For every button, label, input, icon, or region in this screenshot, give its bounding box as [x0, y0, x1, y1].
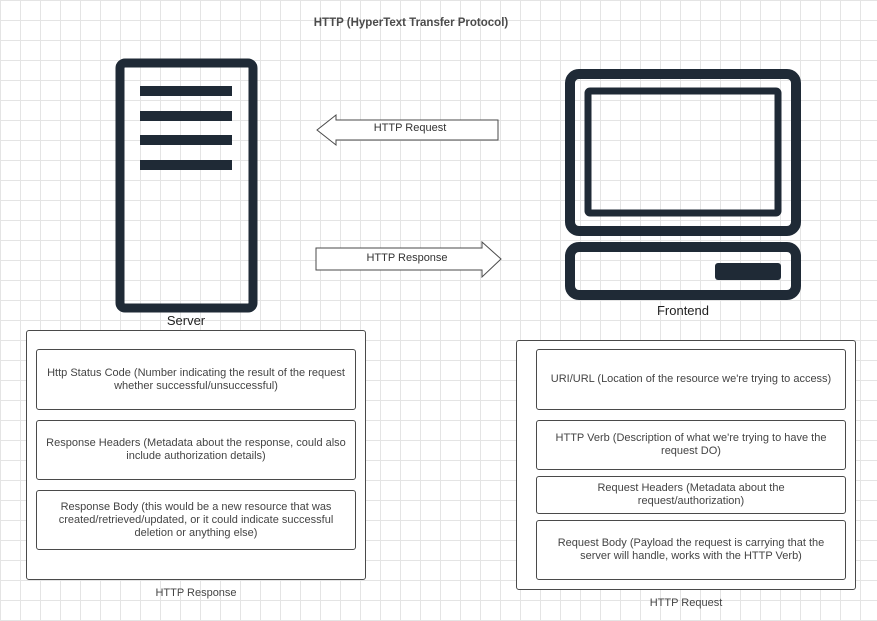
response-headers-box: Response Headers (Metadata about the res… [36, 420, 356, 480]
request-arrow-label: HTTP Request [373, 122, 447, 134]
request-headers-box: Request Headers (Metadata about the requ… [536, 476, 846, 514]
server-label: Server [166, 313, 206, 328]
response-status-code-box: Http Status Code (Number indicating the … [36, 349, 356, 410]
request-body-box: Request Body (Payload the request is car… [536, 520, 846, 580]
request-panel-caption: HTTP Request [649, 597, 723, 609]
response-arrow-label: HTTP Response [366, 252, 448, 264]
diagram-title: HTTP (HyperText Transfer Protocol) [313, 17, 509, 29]
frontend-label: Frontend [656, 303, 710, 318]
request-url-box: URI/URL (Location of the resource we're … [536, 349, 846, 410]
response-body-box: Response Body (this would be a new resou… [36, 490, 356, 550]
server-icon [115, 58, 258, 313]
response-panel-caption: HTTP Response [155, 587, 237, 599]
response-arrow [315, 240, 502, 279]
desktop-computer-icon [565, 69, 801, 300]
request-verb-box: HTTP Verb (Description of what we're try… [536, 420, 846, 470]
request-arrow [316, 113, 499, 147]
